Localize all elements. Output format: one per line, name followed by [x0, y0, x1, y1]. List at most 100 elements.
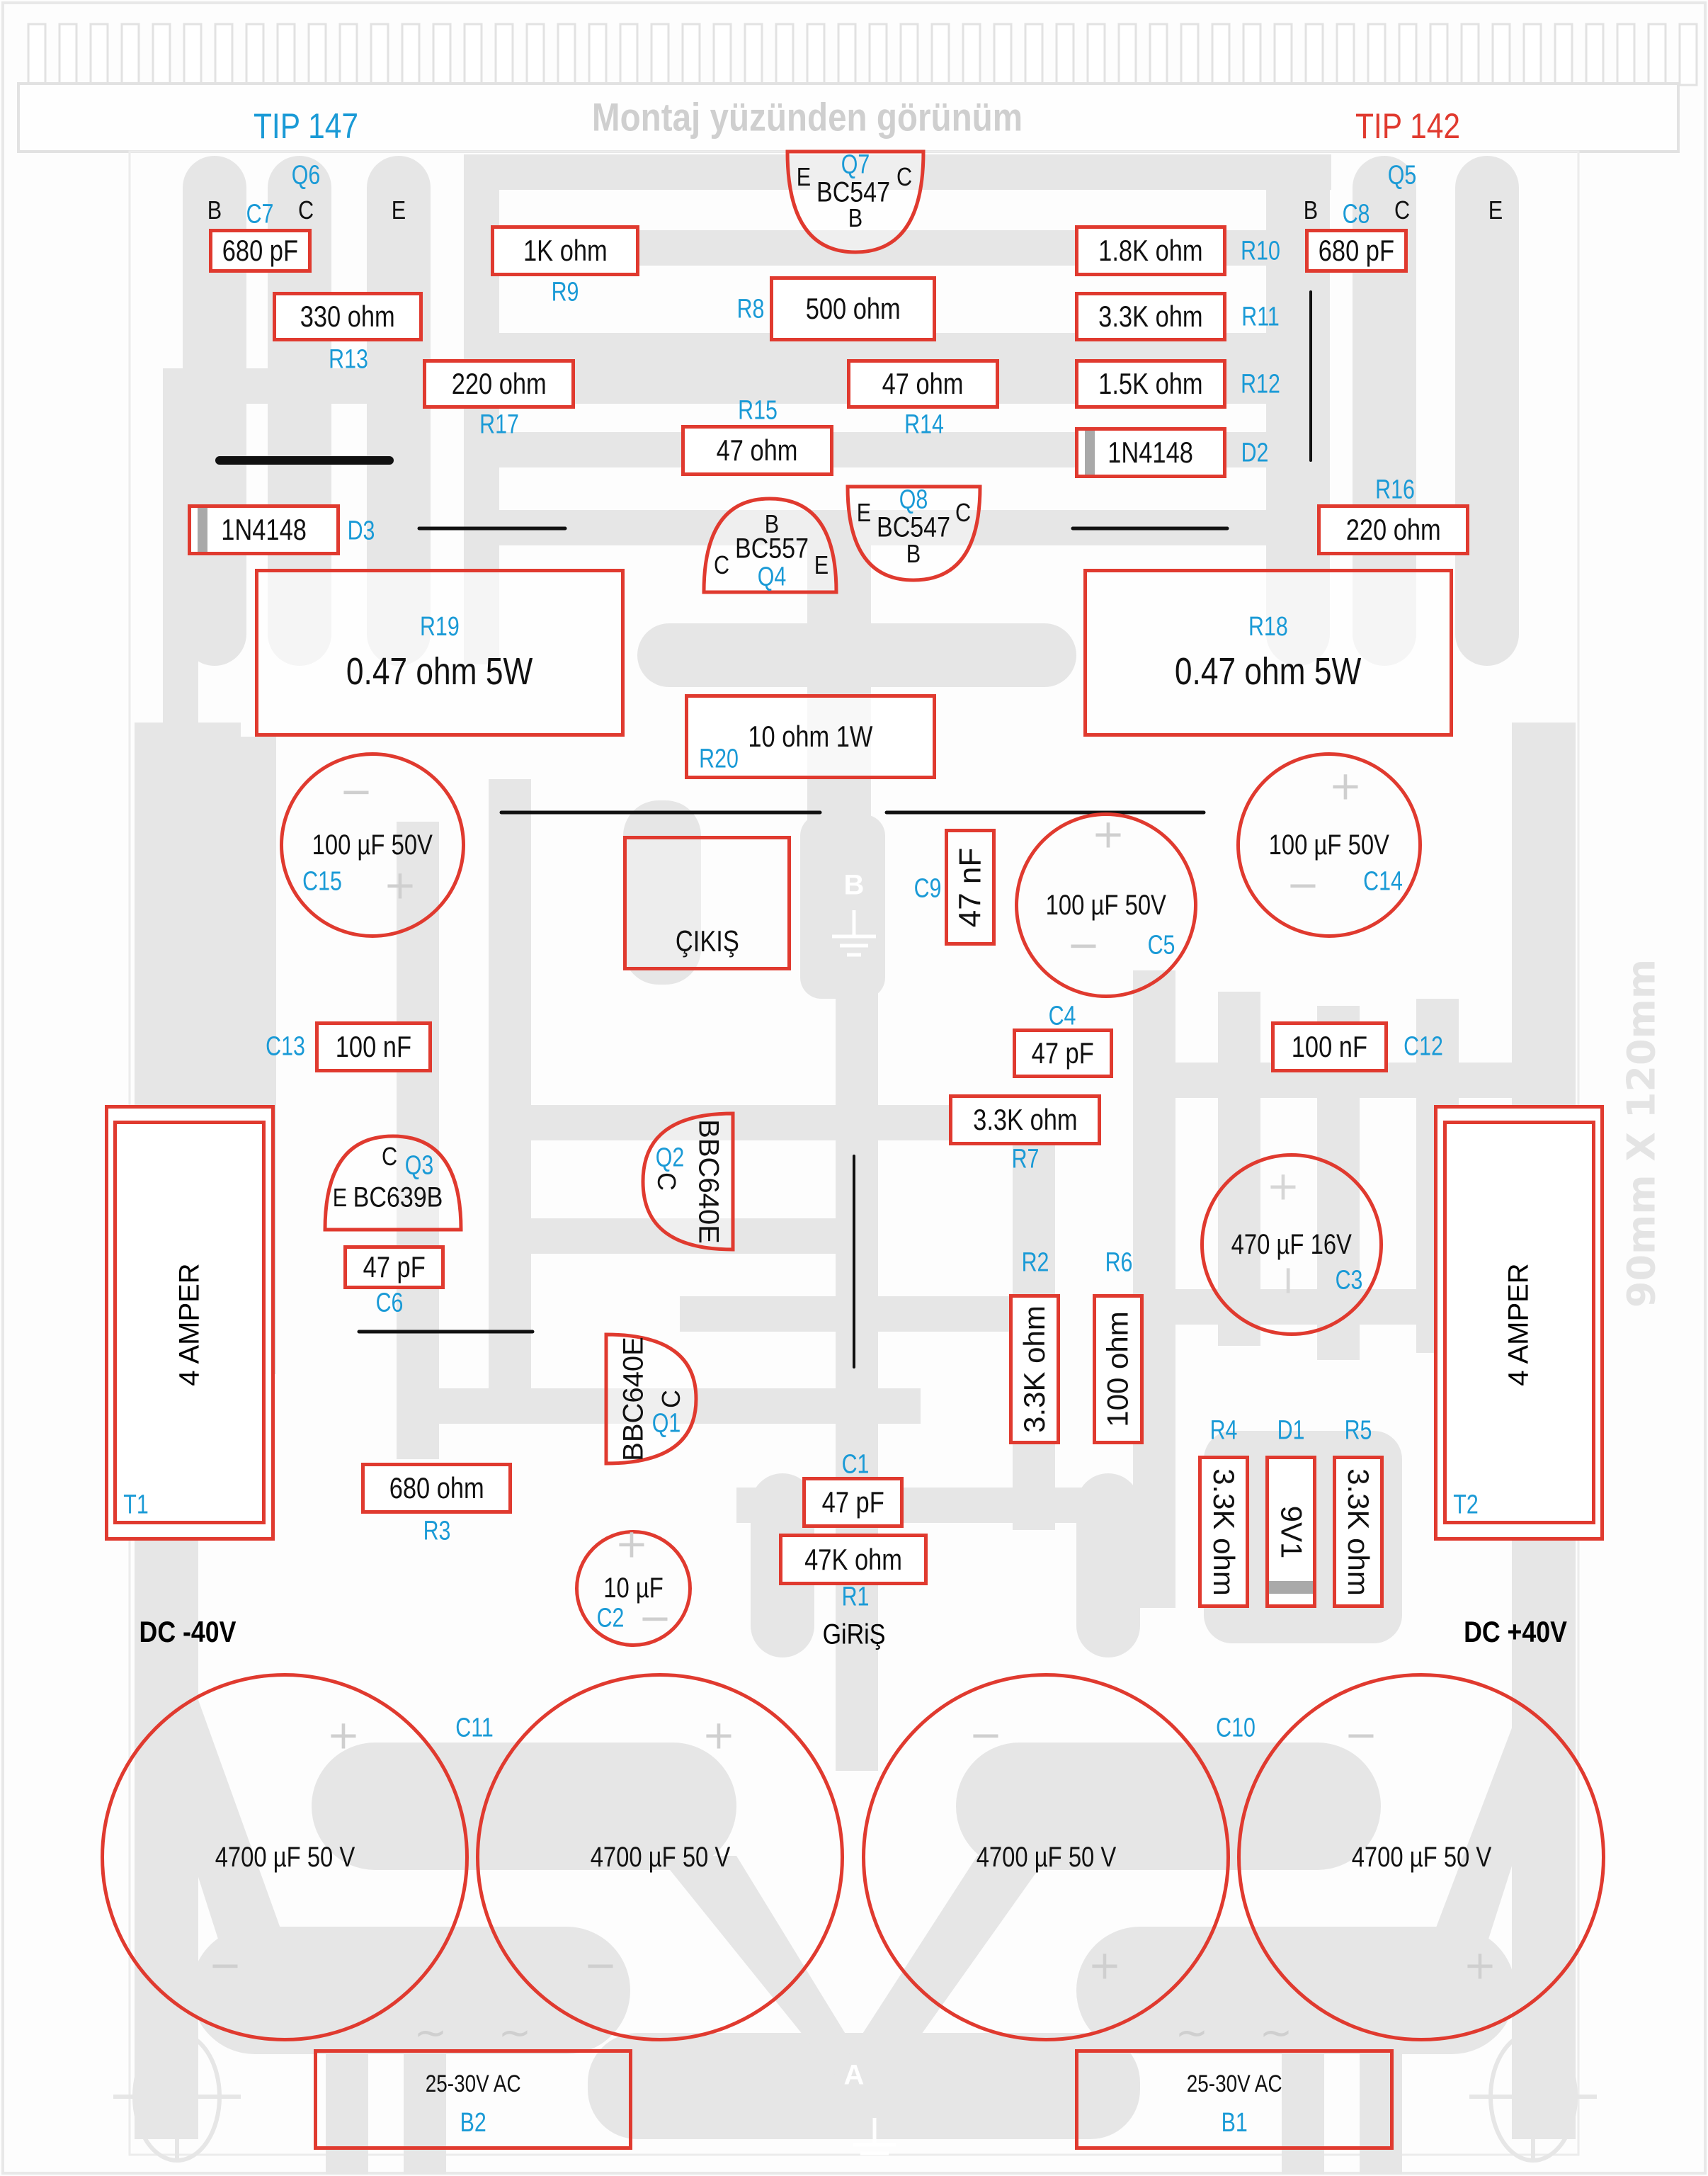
q4-pin-c: C — [713, 550, 730, 579]
q2-pin-c: C — [652, 1172, 681, 1191]
ground-pad-a: A — [843, 2059, 865, 2091]
heatsink-fin — [837, 23, 857, 86]
d2-diode: 1N4148 — [1075, 427, 1226, 478]
d3-cathode-band — [198, 508, 207, 552]
page-title: Montaj yüzünden görünüm — [591, 94, 1023, 140]
r4-resistor: 3.3K ohm — [1198, 1456, 1249, 1608]
heatsink-fin — [1616, 23, 1636, 86]
heatsink-fin — [930, 23, 950, 86]
heatsink-fin — [1211, 23, 1231, 86]
t2-fuse — [1443, 1121, 1595, 1524]
heatsink-fin — [525, 23, 545, 86]
heatsink-fin — [432, 23, 452, 86]
c14-plus: + — [1328, 763, 1362, 810]
q6-ref: Q6 — [291, 160, 321, 191]
dc-negative-label: DC -40V — [139, 1615, 237, 1648]
r12-ref: R12 — [1241, 369, 1280, 400]
b2-ac-2: ~ — [498, 2010, 532, 2056]
c6-capacitor: 47 pF — [343, 1245, 445, 1289]
r17-resistor: 220 ohm — [423, 359, 575, 409]
c11-ref: C11 — [455, 1713, 494, 1743]
r13-ref: R13 — [329, 344, 368, 375]
r18-power-resistor: R18 0.47 ohm 5W — [1083, 569, 1453, 737]
q7-pin-b: B — [848, 203, 863, 232]
r16-ref: R16 — [1375, 475, 1415, 505]
q3-outline — [323, 1134, 463, 1232]
heatsink-fin — [401, 23, 421, 86]
c6-ref: C6 — [375, 1288, 404, 1318]
heatsink-fin — [276, 23, 296, 86]
r5-resistor: 3.3K ohm — [1333, 1456, 1384, 1608]
heatsink-fin — [27, 23, 47, 86]
c10b-minus: − — [1344, 1712, 1378, 1759]
c8-capacitor: 680 pF — [1305, 229, 1408, 273]
b1-ac-2: ~ — [1259, 2010, 1293, 2056]
q8-ref: Q8 — [899, 484, 928, 515]
r1-resistor: 47K ohm — [779, 1534, 928, 1585]
heatsink-fin — [619, 23, 639, 86]
t2-rating: 4 AMPER — [1503, 1263, 1535, 1386]
heatsink-fin — [307, 23, 327, 86]
heatsink-fin — [899, 23, 919, 86]
c9-ref: C9 — [913, 873, 942, 904]
heatsink-fin — [1149, 23, 1168, 86]
c5-plus: + — [1091, 811, 1125, 858]
q1-part: BBC640E — [617, 1337, 649, 1461]
heatsink-fin — [1086, 23, 1106, 86]
c12-capacitor: 100 nF — [1271, 1021, 1388, 1072]
q7-pin-c: C — [896, 162, 913, 191]
heatsink-fin — [463, 23, 483, 86]
heatsink-fin — [1336, 23, 1355, 86]
output-terminal: ÇIKIŞ — [623, 836, 791, 970]
heatsink-fin — [1647, 23, 1667, 86]
dc-positive-label: DC +40V — [1464, 1615, 1567, 1648]
c2-plus: + — [615, 1521, 649, 1568]
r14-ref: R14 — [904, 409, 944, 440]
c13-ref: C13 — [266, 1031, 305, 1062]
c14-capacitor: 100 µF 50V — [1236, 752, 1422, 938]
t1-rating: 4 AMPER — [173, 1263, 205, 1386]
r19-power-resistor: R19 0.47 ohm 5W — [255, 569, 625, 737]
q7-outline — [785, 149, 926, 254]
right-transistor-type: TIP 142 — [1355, 106, 1461, 146]
q6-pin-e: E — [391, 196, 406, 225]
q5-pin-b: B — [1303, 196, 1319, 225]
c4-capacitor: 47 pF — [1013, 1028, 1113, 1078]
heatsink-fin — [1180, 23, 1200, 86]
d2-cathode-band — [1085, 431, 1095, 475]
q5-ref: Q5 — [1387, 160, 1417, 191]
q8-part: BC547 — [877, 511, 950, 543]
r2-resistor: 3.3K ohm — [1009, 1294, 1060, 1444]
board-size-note: 90mm X 120mm — [1619, 958, 1664, 1308]
q8-pin-e: E — [856, 498, 872, 527]
c12-ref: C12 — [1404, 1031, 1443, 1062]
q1-ref: Q1 — [651, 1408, 681, 1439]
r11-ref: R11 — [1241, 302, 1280, 332]
r3-resistor: 680 ohm — [361, 1463, 512, 1514]
heatsink-fin — [1678, 23, 1698, 86]
heatsink-fin — [650, 23, 670, 86]
ground-pad-b: B — [843, 869, 865, 901]
c1-capacitor: 47 pF — [802, 1477, 904, 1528]
q5-pin-c: C — [1394, 196, 1411, 225]
r11-resistor: 3.3K ohm — [1075, 292, 1226, 341]
r7-resistor: 3.3K ohm — [949, 1094, 1101, 1145]
heatsink-fin — [183, 23, 203, 86]
r4-ref: R4 — [1209, 1415, 1238, 1446]
c7-capacitor: 680 pF — [209, 229, 312, 273]
b1-ac-1: ~ — [1175, 2010, 1209, 2056]
heatsink-fin — [1398, 23, 1418, 86]
q3-pin-e: E — [332, 1183, 348, 1212]
c10b-plus: + — [1463, 1942, 1497, 1989]
q2-ref: Q2 — [655, 1143, 685, 1173]
heatsink-fin — [152, 23, 171, 86]
heatsink-fin — [1024, 23, 1044, 86]
heatsink-fin — [1117, 23, 1137, 86]
c14-ref: C14 — [1363, 866, 1403, 897]
r6-resistor: 100 ohm — [1093, 1294, 1144, 1444]
q2-part: BBC640E — [693, 1119, 724, 1244]
q4-pin-b: B — [764, 509, 780, 538]
c5-ref: C5 — [1147, 930, 1175, 960]
c5-minus: − — [1066, 922, 1100, 969]
c2-ref: C2 — [596, 1603, 625, 1633]
